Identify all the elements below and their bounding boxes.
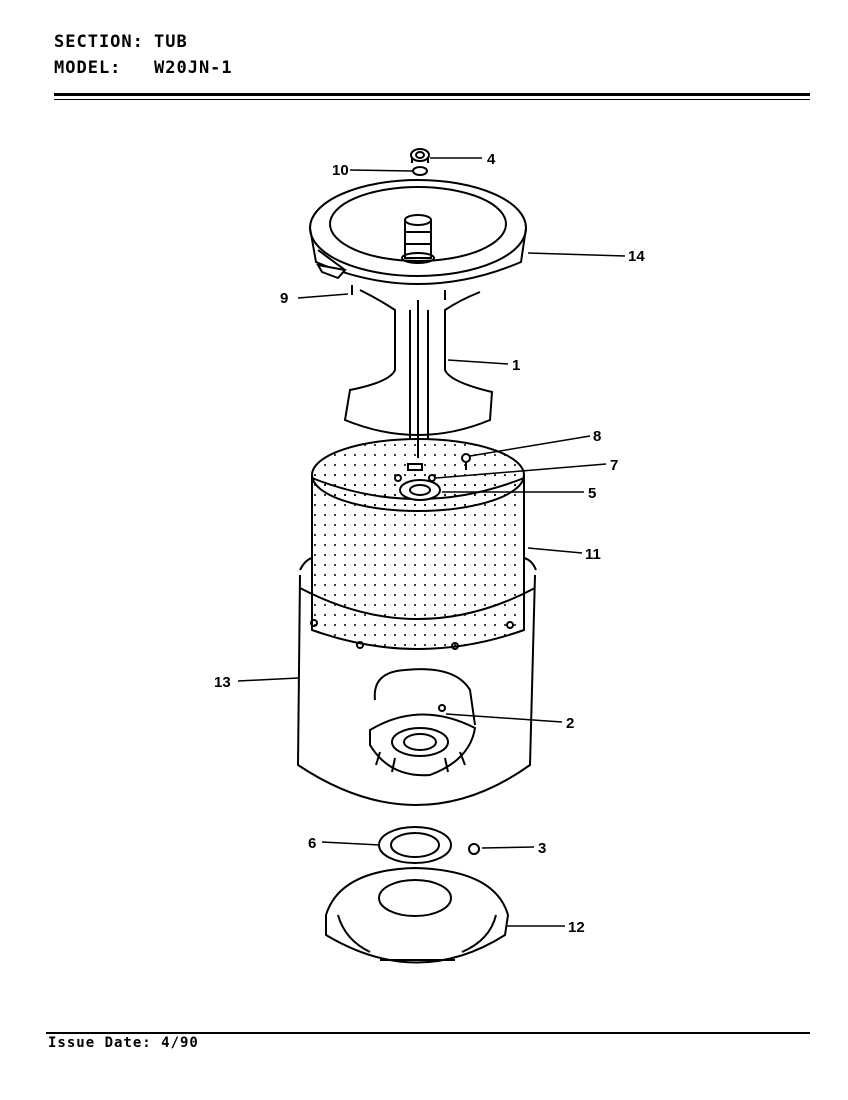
callout-1: 1 [512,357,520,374]
header-rule-thin [54,99,810,100]
part-8-screw [461,453,471,470]
section-header: SECTION: TUB [54,32,188,52]
part-4-cap-nut [410,148,430,163]
part-12-tub-base [325,866,510,964]
part-6-gasket [378,826,452,864]
footer-rule [46,1032,810,1034]
callout-10: 10 [332,162,349,179]
callout-8: 8 [593,428,601,445]
part-3-nut [468,843,480,855]
callout-7: 7 [610,457,618,474]
header-rule-thick [54,93,810,96]
model-label: MODEL: [54,58,122,78]
part-5-hub [399,479,441,501]
callout-12: 12 [568,919,585,936]
callout-6: 6 [308,835,316,852]
part-11-spin-basket [311,438,525,650]
callout-2: 2 [566,715,574,732]
callout-9: 9 [280,290,288,307]
model-value: W20JN-1 [154,58,233,78]
callout-14: 14 [628,248,645,265]
leader-lines [237,157,626,927]
part-7-screws [394,463,436,482]
issue-date: Issue Date: 4/90 [48,1035,199,1051]
callout-13: 13 [214,674,231,691]
part-10-washer [412,166,428,176]
callout-4: 4 [487,151,496,168]
callout-11: 11 [585,546,601,563]
callout-3: 3 [538,840,546,857]
callout-5: 5 [588,485,596,502]
section-value: TUB [154,32,188,52]
part-13-outer-tub [296,557,537,806]
section-label: SECTION: [54,32,144,52]
model-header: MODEL: W20JN-1 [54,58,233,78]
part-1-agitator [343,214,494,458]
